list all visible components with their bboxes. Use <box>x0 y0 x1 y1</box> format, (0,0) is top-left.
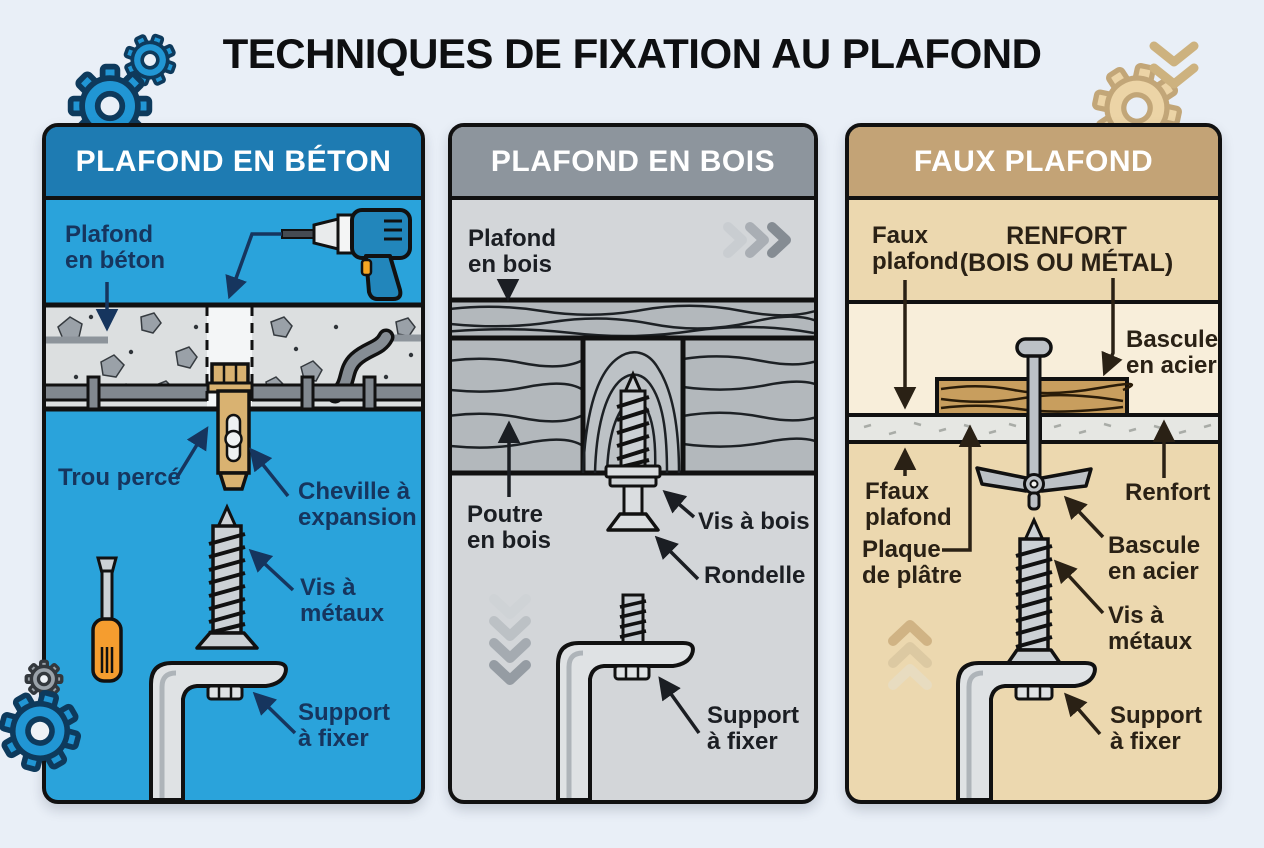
label-faux-plafond: Faux plafond <box>872 222 959 275</box>
bracket-icon <box>956 661 1097 800</box>
chevron-up-icon <box>888 620 932 690</box>
label-plafond-en-bois: Plafond en bois <box>468 225 556 278</box>
gear-icon <box>1087 58 1187 158</box>
wood-ceiling-layer <box>452 297 814 341</box>
gear-icon <box>71 67 150 146</box>
label-poutre-en-bois: Poutre en bois <box>467 501 552 554</box>
panel-faux-header: FAUX PLAFOND <box>849 127 1218 200</box>
threaded-rod <box>619 593 647 647</box>
chevron-down-icon <box>489 594 531 685</box>
panel-bois-header: PLAFOND EN BOIS <box>452 127 814 200</box>
page-title: TECHNIQUES DE FIXATION AU PLAFOND <box>222 30 1042 77</box>
nut <box>1014 684 1054 701</box>
chevron-right-icon <box>723 222 791 258</box>
bracket-icon <box>556 641 695 800</box>
label-support-fixer: Support à fixer <box>1110 702 1202 755</box>
drill-icon <box>281 208 412 301</box>
label-ffaux-plafond: Ffaux plafond <box>865 478 952 531</box>
gear-icon <box>116 26 184 94</box>
label-bascule-acier-haut: Bascule en acier <box>1126 326 1219 379</box>
bois-diagram <box>452 222 814 800</box>
label-support-fixer: Support à fixer <box>707 702 799 755</box>
label-plafond-en-beton: Plafond en béton <box>65 221 165 274</box>
label-renfort-bois-metal: RENFORT (BOIS OU MÉTAL) <box>959 222 1174 277</box>
nut <box>206 684 244 701</box>
panel-plafond-beton: PLAFOND EN BÉTON Plafond en béton Trou p… <box>42 123 425 804</box>
toggle-bolt-icon <box>975 337 1093 511</box>
panel-plafond-bois: PLAFOND EN BOIS Plafond en bois Poutre e… <box>448 123 818 804</box>
label-cheville-expansion: Cheville à expansion <box>298 478 417 531</box>
steel-toggle-wing <box>975 466 1028 493</box>
label-renfort: Renfort <box>1125 479 1211 506</box>
label-vis-metaux: Vis à métaux <box>1108 602 1193 655</box>
label-vis-metaux: Vis à métaux <box>300 574 385 627</box>
panel-faux-plafond: FAUX PLAFOND Faux plafond RENFORT (BOIS … <box>845 123 1222 804</box>
label-vis-bois: Vis à bois <box>698 508 810 535</box>
label-bascule-acier: Bascule en acier <box>1108 532 1201 585</box>
leader-arrows <box>496 278 701 735</box>
screwdriver-icon <box>91 556 123 683</box>
label-support-fixer: Support à fixer <box>298 699 390 752</box>
leader-arrows <box>893 278 1176 736</box>
beton-diagram <box>46 208 421 800</box>
label-rondelle: Rondelle <box>704 562 806 589</box>
nut <box>613 664 651 681</box>
steel-toggle-wing <box>1040 467 1093 493</box>
label-plaque-platre: Plaque de plâtre <box>862 536 963 589</box>
bracket-icon <box>149 661 288 800</box>
metal-screw-icon <box>195 503 259 650</box>
leader-arrows <box>95 232 297 735</box>
panel-beton-header: PLAFOND EN BÉTON <box>46 127 421 200</box>
label-trou-perce: Trou percé <box>58 464 181 491</box>
faux-diagram <box>849 278 1218 800</box>
metal-screw-icon <box>1006 516 1062 665</box>
expansion-anchor-icon <box>206 362 254 491</box>
chevron-down-icon <box>1149 41 1199 89</box>
wood-screw-icon <box>604 370 662 532</box>
washer-icon <box>604 464 662 479</box>
